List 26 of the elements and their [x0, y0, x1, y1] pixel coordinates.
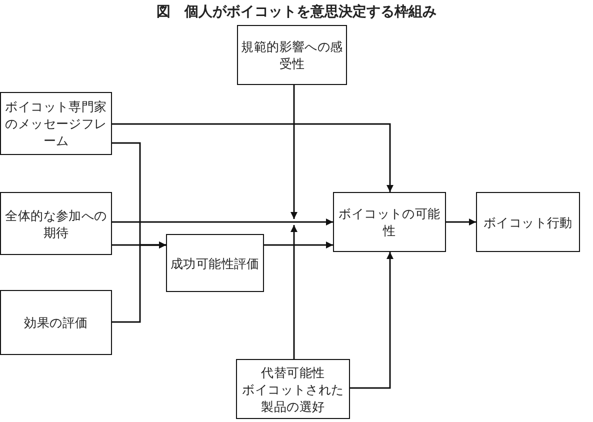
arrow [112, 218, 333, 226]
factor-box [333, 192, 446, 252]
arrow [350, 252, 394, 389]
box-label: 規範的影響への感受性 [241, 38, 343, 72]
moderator-arrow [290, 225, 298, 359]
box-label: ボイコット行動 [484, 214, 572, 230]
figure-title: 図 個人がボイコットを意思決定する枠組み [156, 3, 438, 21]
factor-box [0, 92, 112, 155]
box-label: 成功可能性評価 [170, 254, 260, 272]
arrow [264, 242, 333, 248]
factor-box [237, 25, 347, 85]
factor-box [236, 359, 350, 419]
factor-box [0, 192, 112, 255]
box-label: ボイコット専門家のメッセージフレーム [4, 98, 108, 149]
arrow [112, 123, 394, 192]
box-label: 全体的な参加への期待 [4, 206, 108, 240]
box-label: 効果の評価 [24, 314, 88, 331]
factor-box [166, 234, 264, 292]
box-label: 代替可能性 [261, 364, 325, 380]
factor-box [0, 290, 112, 355]
box-label: ボイコットされた製品の選好 [241, 380, 345, 414]
moderator-arrow [290, 85, 298, 219]
factor-box [476, 192, 580, 252]
arrow [112, 242, 166, 323]
box-label: ボイコットの可能性 [338, 205, 442, 239]
arrow [446, 218, 476, 226]
